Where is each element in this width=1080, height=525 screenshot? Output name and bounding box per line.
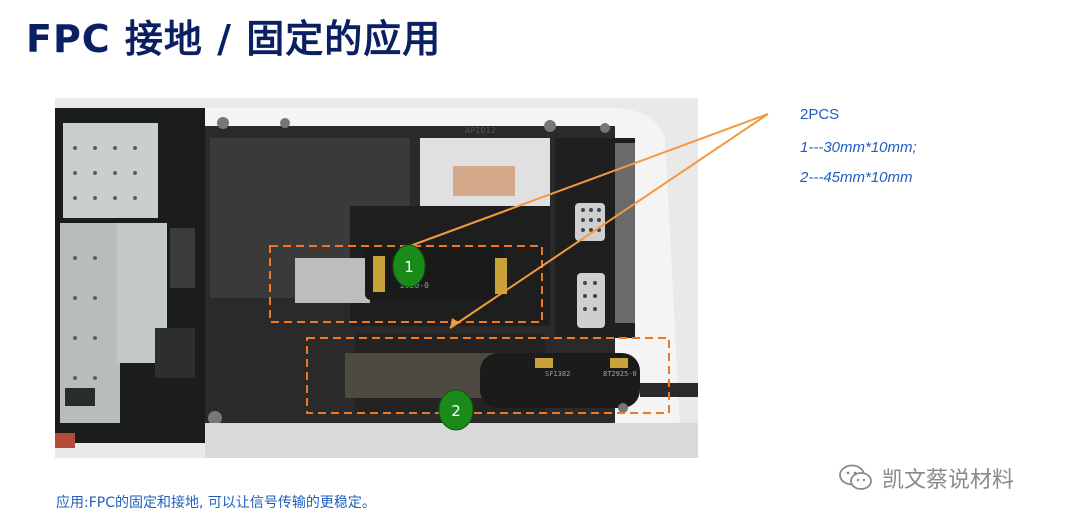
board-label: AP1012 bbox=[465, 126, 496, 135]
spec-item-2: 2---45mm*10mm bbox=[800, 169, 913, 186]
fpc1-print: 2020-0 bbox=[400, 281, 429, 290]
spec-item-1: 1---30mm*10mm; bbox=[800, 139, 917, 156]
watermark: 凯文蔡说材料 bbox=[838, 462, 1014, 494]
page-title: FPC 接地 / 固定的应用 bbox=[26, 17, 442, 61]
spec-heading: 2PCS bbox=[800, 106, 840, 123]
device-photo: 2020-0 SF1382 8T2925-0 AP1012 bbox=[55, 98, 698, 458]
fpc2-print-b: 8T2925-0 bbox=[603, 370, 637, 378]
spec-list: 2PCS 1---30mm*10mm; 2---45mm*10mm bbox=[800, 106, 917, 199]
watermark-text: 凯文蔡说材料 bbox=[882, 468, 1015, 493]
fpc2-print-a: SF1382 bbox=[545, 370, 570, 378]
wechat-icon bbox=[839, 464, 872, 490]
caption: 应用:FPC的固定和接地, 可以让信号传输的更稳定。 bbox=[56, 495, 376, 511]
